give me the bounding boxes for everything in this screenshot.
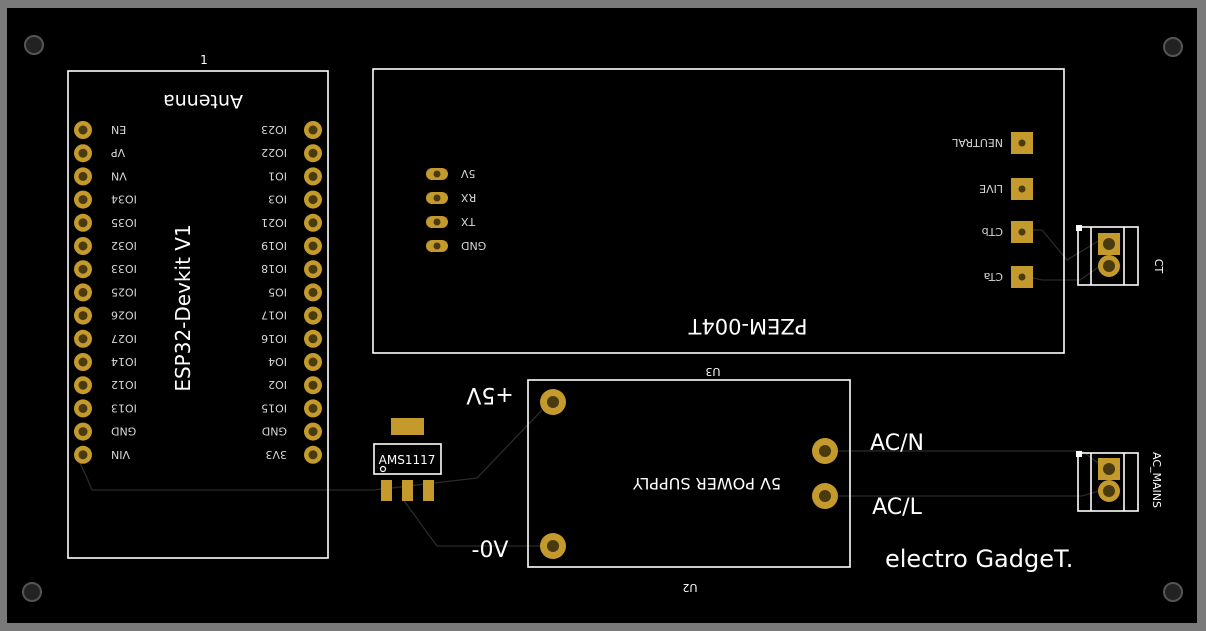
mounting-holes [22, 35, 1183, 602]
pcb-layout: 1 Antenna ESP32-Devkit V1 ENVPVNIO34IO35… [22, 35, 1183, 602]
trace [1024, 229, 1101, 261]
esp32-pin-label: IO27 [111, 332, 137, 345]
pzem-terminal-label: CTa [984, 270, 1003, 283]
esp32-pin-label: GND [262, 425, 287, 438]
esp32-pin-label: IO5 [268, 285, 287, 298]
ams1117-regulator: AMS1117 [373, 418, 442, 501]
trace [401, 497, 542, 547]
trace [827, 489, 1103, 497]
pzem-terminal-label: LIVE [979, 182, 1003, 195]
mounting-hole [1163, 37, 1183, 57]
pzem-terminal-label: NEUTRAL [951, 136, 1003, 149]
pzem-header-label: GND [461, 239, 486, 252]
regulator-tab-pad [391, 418, 424, 435]
pzem-ref: U3 [705, 365, 720, 378]
brand-text: electro GadgeT. [885, 545, 1073, 573]
mounting-hole [1163, 582, 1183, 602]
esp32-outline [67, 70, 329, 559]
pzem-header-label: 5V [461, 167, 476, 180]
ac-l-label: AC/L [872, 495, 922, 520]
esp32-right-pins: IO23IO22IO1IO3IO21IO19IO18IO5IO17IO16IO4… [261, 121, 322, 464]
esp32-pin-label: IO18 [261, 262, 287, 275]
esp32-pin-label: IO32 [111, 239, 137, 252]
antenna-label: Antenna [163, 90, 243, 112]
pzem-header-label: TX [461, 215, 477, 228]
ac-connector-outline [1077, 452, 1139, 512]
esp32-pin-label: IO3 [268, 193, 287, 206]
power-supply-outline [527, 379, 851, 568]
trace [827, 450, 1103, 467]
esp32-pin-label: GND [111, 425, 136, 438]
ct-label: CT [1152, 259, 1165, 274]
regulator-pin-pad [381, 480, 392, 501]
esp32-pin-label: IO17 [261, 309, 287, 322]
esp32-pin-label: IO15 [261, 401, 287, 414]
esp32-left-pins: EN VP VN IO34IO35IO32IO33IO25IO26IO27IO14IO… [74, 121, 137, 464]
mounting-hole [24, 35, 44, 55]
esp32-pin-label: IO19 [261, 239, 287, 252]
ac-mains-label: AC_MAINS [1150, 452, 1163, 508]
regulator-pin-pad [402, 480, 413, 501]
pzem-header-pins: 5V RX TX GND [426, 167, 486, 252]
pin1-marker: 1 [200, 53, 208, 67]
esp32-pin-label: IO23 [261, 123, 287, 136]
esp32-pin-label: IO33 [111, 262, 137, 275]
esp32-module: 1 Antenna ESP32-Devkit V1 EN VP VN IO34IO35… [67, 53, 329, 559]
esp32-pin-label: VIN [111, 448, 130, 461]
ct-connector: CT [1076, 225, 1165, 286]
power-supply-module: 5V POWER SUPPLY U2 +5V -0V AC/N AC/L [466, 379, 924, 594]
esp32-pin-label: IO12 [111, 378, 137, 391]
esp32-pin-label: IO2 [268, 378, 287, 391]
esp32-pin-label: IO22 [261, 146, 287, 159]
pzem-terminal-label: CTb [982, 225, 1003, 238]
ac-n-label: AC/N [870, 431, 924, 456]
pzem-name: PZEM-004T [688, 314, 807, 338]
pzem-header-label: RX [461, 191, 477, 204]
mounting-hole [22, 582, 42, 602]
traces [79, 229, 1103, 547]
esp32-pin-label: IO25 [111, 285, 137, 298]
esp32-pin-label: IO14 [111, 355, 137, 368]
regulator-outline [373, 443, 442, 475]
esp32-pin-label: IO21 [261, 216, 287, 229]
esp32-pin-label: EN [111, 123, 126, 136]
esp32-pin-label: VP [111, 146, 126, 159]
esp32-pin-label: VN [111, 169, 127, 182]
esp32-name: ESP32-Devkit V1 [171, 224, 195, 391]
plus-5v-label: +5V [466, 382, 513, 407]
power-supply-ref: U2 [682, 581, 697, 594]
trace [1023, 265, 1101, 281]
trace [79, 462, 374, 491]
esp32-pin-label: IO13 [111, 401, 137, 414]
esp32-pin-label: IO35 [111, 216, 137, 229]
esp32-pin-label: IO4 [268, 355, 287, 368]
ac-mains-connector: AC_MAINS [1076, 451, 1163, 512]
esp32-pin-label: IO16 [261, 332, 287, 345]
regulator-label: AMS1117 [379, 453, 436, 467]
esp32-pin-label: 3V3 [265, 448, 287, 461]
esp32-pin-label: IO1 [268, 169, 287, 182]
ct-connector-outline [1077, 226, 1139, 286]
minus-0v-label: -0V [472, 538, 509, 563]
esp32-pin-label: IO34 [111, 193, 137, 206]
power-supply-name: 5V POWER SUPPLY [633, 474, 782, 493]
regulator-pin-pad [423, 480, 434, 501]
pzem-outline [372, 68, 1065, 354]
esp32-pin-label: IO26 [111, 309, 137, 322]
